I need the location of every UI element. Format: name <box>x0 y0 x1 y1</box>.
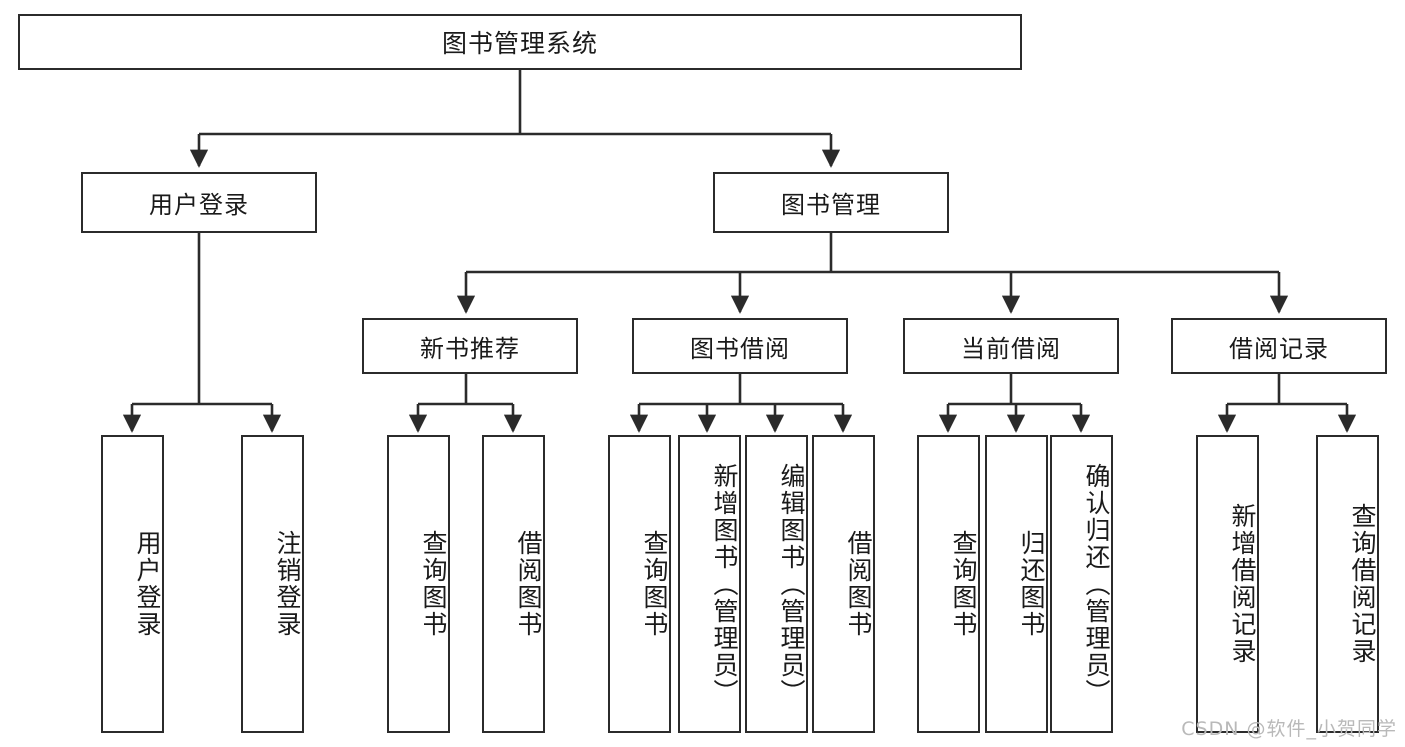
leaf-add-borrow-record[interactable]: 新增借阅记录 <box>1196 435 1259 733</box>
leaf-user-login[interactable]: 用户登录 <box>101 435 164 733</box>
node-user-login[interactable]: 用户登录 <box>81 172 317 233</box>
leaf-return-book[interactable]: 归还图书 <box>985 435 1048 733</box>
node-label: 当前借阅 <box>961 334 1061 363</box>
node-borrow-record[interactable]: 借阅记录 <box>1171 318 1387 374</box>
node-label: 确认归还（管理员） <box>1082 462 1111 706</box>
leaf-add-book-admin[interactable]: 新增图书（管理员） <box>678 435 741 733</box>
leaf-confirm-return-admin[interactable]: 确认归还（管理员） <box>1050 435 1113 733</box>
node-label: 借阅图书 <box>514 530 543 638</box>
node-label: 查询借阅记录 <box>1348 503 1377 665</box>
node-label: 借阅记录 <box>1229 334 1329 363</box>
node-label: 用户登录 <box>149 191 249 219</box>
leaf-query-book-current[interactable]: 查询图书 <box>917 435 980 733</box>
watermark-text: CSDN @软件_小贺同学 <box>1181 718 1397 740</box>
node-label: 新增借阅记录 <box>1228 503 1257 665</box>
node-new-book-recommend[interactable]: 新书推荐 <box>362 318 578 374</box>
node-label: 图书管理 <box>781 191 881 219</box>
leaf-query-borrow-record[interactable]: 查询借阅记录 <box>1316 435 1379 733</box>
node-label: 编辑图书（管理员） <box>777 462 806 706</box>
node-label: 借阅图书 <box>844 530 873 638</box>
node-label: 查询图书 <box>949 530 978 638</box>
node-label: 归还图书 <box>1017 530 1046 638</box>
node-label: 用户登录 <box>133 530 162 638</box>
node-current-borrow[interactable]: 当前借阅 <box>903 318 1119 374</box>
node-label: 查询图书 <box>640 530 669 638</box>
leaf-edit-book-admin[interactable]: 编辑图书（管理员） <box>745 435 808 733</box>
node-label: 新书推荐 <box>420 334 520 363</box>
leaf-query-book-borrow[interactable]: 查询图书 <box>608 435 671 733</box>
node-label: 图书管理系统 <box>441 29 598 58</box>
node-label: 图书借阅 <box>690 334 790 363</box>
leaf-logout[interactable]: 注销登录 <box>241 435 304 733</box>
node-label: 注销登录 <box>273 530 302 638</box>
node-root-system[interactable]: 图书管理系统 <box>18 14 1022 70</box>
node-label: 新增图书（管理员） <box>710 462 739 706</box>
leaf-borrow-book[interactable]: 借阅图书 <box>812 435 875 733</box>
leaf-borrow-book-recommend[interactable]: 借阅图书 <box>482 435 545 733</box>
leaf-query-book-recommend[interactable]: 查询图书 <box>387 435 450 733</box>
node-label: 查询图书 <box>419 530 448 638</box>
node-book-borrow[interactable]: 图书借阅 <box>632 318 848 374</box>
node-book-management[interactable]: 图书管理 <box>713 172 949 233</box>
